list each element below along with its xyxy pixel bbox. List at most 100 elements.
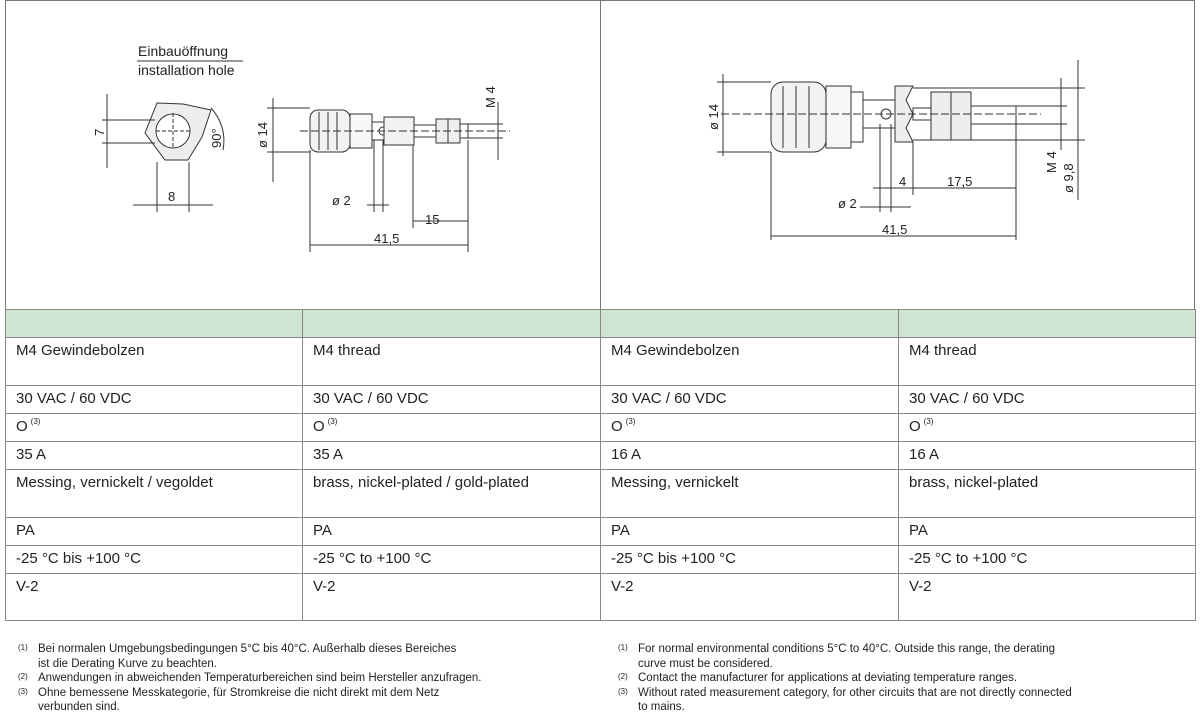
footnote-number: (1) [618, 643, 628, 652]
dim-hole-pos: 4 [899, 174, 906, 189]
footnote-line: Without rated measurement category, for … [638, 686, 1072, 699]
table-cell: 16 A [898, 441, 1196, 470]
table-cell: 30 VAC / 60 VDC [600, 385, 899, 414]
table-cell: 30 VAC / 60 VDC [5, 385, 303, 414]
footnote-text: Ohne bemessene Messkategorie, für Stromk… [38, 686, 439, 715]
table-cell: PA [898, 517, 1196, 546]
dim-thread-len-left: 15 [425, 212, 439, 227]
dim-thread-left: M 4 [483, 86, 498, 108]
footnote: (3) Without rated measurement category, f… [618, 686, 1072, 715]
footnote-ref: (3) [923, 417, 934, 426]
footnote-text: Without rated measurement category, for … [638, 686, 1072, 715]
hole-label-de: Einbauöffnung [138, 43, 228, 59]
footnote-text: Contact the manufacturer for application… [638, 672, 1018, 684]
table-cell: -25 °C to +100 °C [898, 545, 1196, 574]
footnote-text: For normal environmental conditions 5°C … [638, 642, 1055, 671]
table-cell: M4 thread [302, 337, 601, 386]
left-technical-drawing: Einbauöffnung installation hole 7 8 90° … [92, 43, 510, 252]
table-cell: 16 A [600, 441, 899, 470]
footnote: (2) Contact the manufacturer for applicat… [618, 671, 1072, 686]
footnote-line: Bei normalen Umgebungsbedingungen 5°C bi… [38, 643, 457, 655]
table-row-connection: M4 Gewindebolzen M4 thread M4 Gewindebol… [5, 337, 1196, 386]
footnote-text: Bei normalen Umgebungsbedingungen 5°C bi… [38, 642, 456, 671]
footnote-number: (3) [618, 686, 628, 696]
table-cell: V-2 [5, 573, 303, 621]
footnote-text: Anwendungen in abweichenden Temperaturbe… [38, 672, 482, 684]
footnote: (1) For normal environmental conditions 5… [618, 642, 1072, 671]
footnote: (1) Bei normalen Umgebungsbedingungen 5°C… [18, 642, 481, 671]
table-cell: Messing, vernickelt / vegoldet [5, 469, 303, 518]
table-cell: brass, nickel-plated [898, 469, 1196, 518]
table-cell: M4 thread [898, 337, 1196, 386]
header-cell [5, 309, 303, 338]
dim-hole-dia-left: ø 2 [332, 193, 351, 208]
footnote-number: (1) [18, 643, 28, 652]
table-cell: V-2 [302, 573, 601, 621]
table-cell: O(3) [302, 413, 601, 442]
table-cell: PA [600, 517, 899, 546]
table-cell: O(3) [600, 413, 899, 442]
footnote-number: (2) [18, 672, 28, 681]
table-cell: -25 °C bis +100 °C [600, 545, 899, 574]
table-cell: M4 Gewindebolzen [5, 337, 303, 386]
table-cell: V-2 [600, 573, 899, 621]
table-cell: 30 VAC / 60 VDC [898, 385, 1196, 414]
category-symbol: O [611, 418, 623, 435]
footnote-line: verbunden sind. [38, 701, 120, 713]
footnote: (2) Anwendungen in abweichenden Temperatu… [18, 671, 481, 686]
table-cell: Messing, vernickelt [600, 469, 899, 518]
header-cell [600, 309, 899, 338]
footnote-line: ist die Derating Kurve zu beachten. [38, 657, 217, 670]
table-cell: M4 Gewindebolzen [600, 337, 899, 386]
footnote-ref: (3) [625, 417, 636, 426]
table-cell: 35 A [302, 441, 601, 470]
specification-table: M4 Gewindebolzen M4 thread M4 Gewindebol… [5, 309, 1196, 621]
footnote-number: (3) [18, 686, 28, 696]
footnote: (3) Ohne bemessene Messkategorie, für Str… [18, 686, 481, 715]
dim-head-dia-right: ø 14 [706, 104, 721, 130]
header-cell [302, 309, 601, 338]
table-row-temperature: -25 °C bis +100 °C -25 °C to +100 °C -25… [5, 545, 1196, 574]
category-symbol: O [909, 418, 921, 435]
footnote-line: For normal environmental conditions 5°C … [638, 643, 1056, 655]
dim-thread-right: M 4 [1044, 151, 1059, 173]
dim-total-len-right: 41,5 [882, 222, 907, 237]
footnote-number: (2) [618, 672, 628, 681]
table-row-insulation: PA PA PA PA [5, 517, 1196, 546]
footnote-line: Ohne bemessene Messkategorie, für Stromk… [38, 686, 440, 699]
table-row-voltage: 30 VAC / 60 VDC 30 VAC / 60 VDC 30 VAC /… [5, 385, 1196, 414]
table-cell: -25 °C bis +100 °C [5, 545, 303, 574]
footnotes-en: (1) For normal environmental conditions 5… [618, 642, 1072, 715]
table-cell: O(3) [898, 413, 1196, 442]
table-cell: PA [5, 517, 303, 546]
table-cell: 30 VAC / 60 VDC [302, 385, 601, 414]
category-symbol: O [313, 418, 325, 435]
dim-head-dia-left: ø 14 [255, 122, 270, 148]
footnote-line: to mains. [638, 701, 685, 713]
dim-thread-outer: ø 9,8 [1061, 163, 1076, 193]
dim-hole-width: 8 [168, 189, 175, 204]
header-cell [898, 309, 1196, 338]
dim-hole-dia-right: ø 2 [838, 196, 857, 211]
table-cell: V-2 [898, 573, 1196, 621]
table-cell: O(3) [5, 413, 303, 442]
dim-hole-flat: 7 [92, 129, 107, 136]
table-row-current: 35 A 35 A 16 A 16 A [5, 441, 1196, 470]
category-symbol: O [16, 418, 28, 435]
table-row-flammability: V-2 V-2 V-2 V-2 [5, 573, 1196, 621]
table-row-category: O(3) O(3) O(3) O(3) [5, 413, 1196, 442]
right-technical-drawing: ø 14 M 4 ø 9,8 4 17,5 ø 2 41,5 [706, 60, 1085, 240]
dim-thread-len-right: 17,5 [947, 174, 972, 189]
table-row-material: Messing, vernickelt / vegoldet brass, ni… [5, 469, 1196, 518]
dim-angle: 90° [209, 128, 224, 148]
table-header-row [5, 309, 1196, 338]
footnote-line: curve must be considered. [638, 657, 773, 670]
footnote-ref: (3) [30, 417, 41, 426]
table-cell: 35 A [5, 441, 303, 470]
hole-label-en: installation hole [138, 62, 235, 78]
dim-total-len-left: 41,5 [374, 231, 399, 246]
footnote-ref: (3) [327, 417, 338, 426]
footnotes-de: (1) Bei normalen Umgebungsbedingungen 5°C… [18, 642, 481, 715]
drawing-divider [600, 0, 601, 310]
table-cell: -25 °C to +100 °C [302, 545, 601, 574]
